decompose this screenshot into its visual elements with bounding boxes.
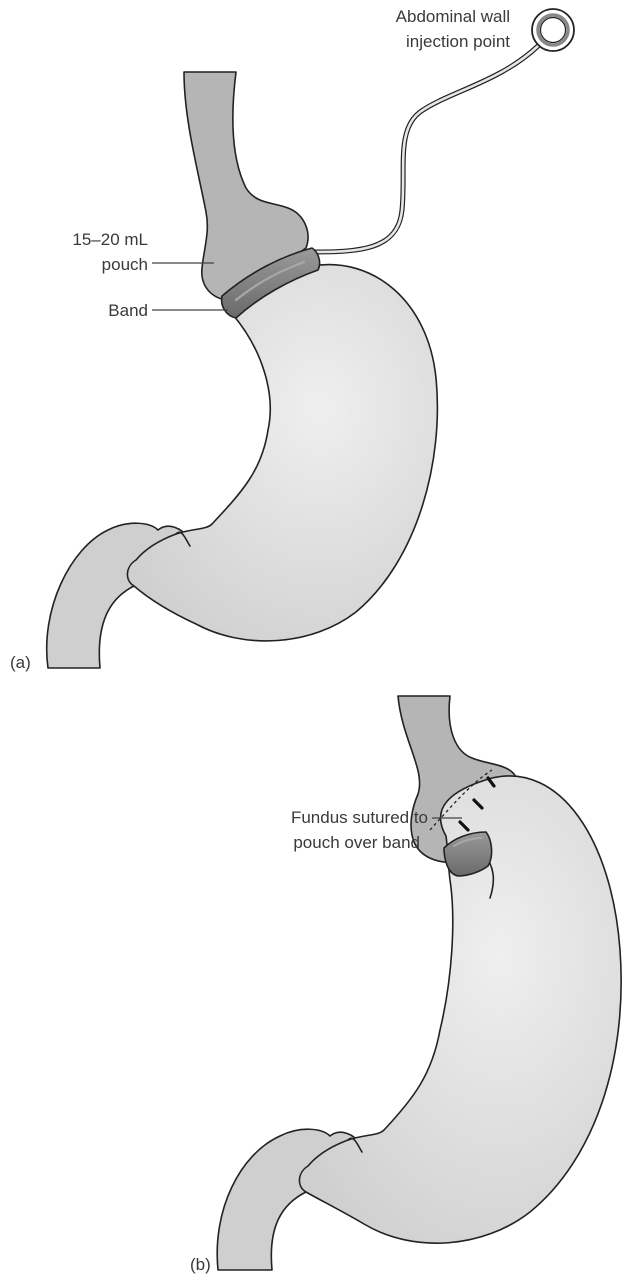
pouch-label-line2: pouch xyxy=(102,255,148,274)
pouch-label-line1: 15–20 mL xyxy=(72,230,148,249)
panel-b-tag: (b) xyxy=(190,1255,211,1274)
panel-a: Abdominal wall injection point 15–20 mL … xyxy=(10,7,574,672)
panel-b: Fundus sutured to pouch over band (b) xyxy=(190,696,621,1274)
panel-a-tag: (a) xyxy=(10,653,31,672)
fundus-label-line1: Fundus sutured to xyxy=(291,808,428,827)
injection-label-line1: Abdominal wall xyxy=(396,7,510,26)
band-label: Band xyxy=(108,301,148,320)
injection-label-line2: injection point xyxy=(406,32,510,51)
stomach xyxy=(127,265,437,641)
injection-tube xyxy=(312,46,538,252)
fundus-label-line2: pouch over band xyxy=(293,833,420,852)
